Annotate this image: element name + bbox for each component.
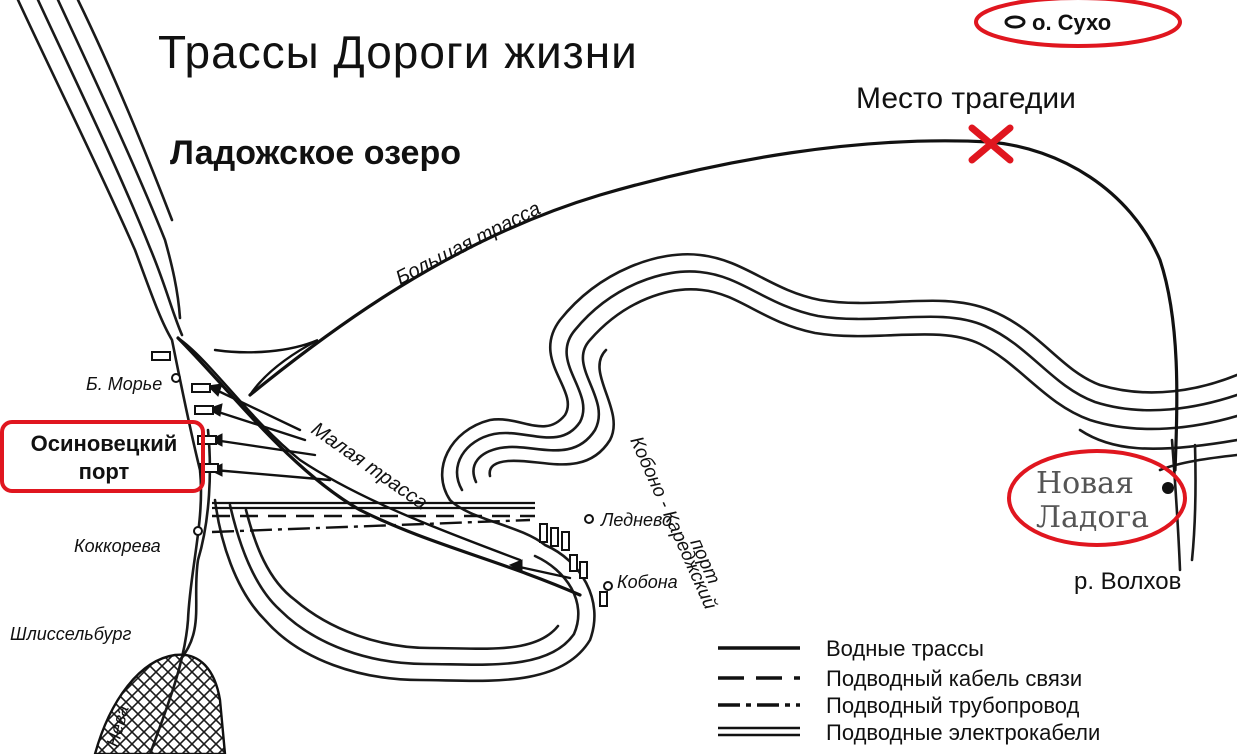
osinovets-highlight-box [0, 420, 205, 493]
east-coastline [440, 252, 1237, 502]
neva-river-area [93, 653, 227, 754]
legend-item-double: Подводные электрокабели [718, 720, 1100, 745]
big-route-branch [213, 338, 319, 397]
island-marker [1004, 15, 1026, 29]
small-route-secondary [176, 336, 522, 562]
volkhov-label: р. Волхов [1074, 568, 1181, 595]
tragedy-label: Место трагедии [856, 82, 1076, 115]
legend-item-solid: Водные трассы [718, 636, 984, 661]
legend-label: Подводные электрокабели [826, 720, 1100, 745]
big-route-label: Большая трасса [392, 198, 544, 290]
lake-label: Ладожское озеро [170, 134, 461, 172]
novaya-ladoga-label-line1: Новая [1036, 466, 1134, 501]
osinovets-label-line1: Осиновецкий [31, 431, 178, 456]
small-route-line [176, 336, 582, 597]
novaya-ladoga-label-line2: Ладога [1036, 500, 1149, 535]
pier-markers [151, 351, 608, 607]
island-highlight-circle [974, 0, 1182, 48]
legend-label: Водные трассы [826, 636, 984, 661]
underwater-lines [211, 501, 535, 534]
cross-mark-icon [968, 124, 1014, 164]
map-title: Трассы Дороги жизни [158, 26, 638, 78]
b-morye-label: Б. Морье [86, 374, 162, 394]
kobona-label: Кобона [617, 572, 678, 592]
southern-bay-coastline [213, 498, 596, 683]
osinovets-label-line2: порт [79, 459, 130, 484]
legend-label: Подводный кабель связи [826, 666, 1082, 691]
legend-label: Подводный трубопровод [826, 693, 1080, 718]
town-dot-icon [1162, 482, 1174, 494]
big-route-line [248, 139, 1179, 472]
legend: Водные трассы Подводный кабель связи Под… [718, 636, 1100, 745]
legend-item-dashed: Подводный кабель связи [718, 666, 1082, 691]
novaya-ladoga-highlight-circle [1007, 449, 1187, 547]
legend-item-dash-dot: Подводный трубопровод [718, 693, 1080, 718]
shlisselburg-label: Шлиссельбург [10, 624, 132, 644]
volkhov-river [1170, 438, 1197, 572]
island-label: о. Сухо [1032, 10, 1111, 35]
town-markers [171, 373, 613, 591]
lednevo-label: Леднево [600, 510, 672, 530]
kokkoreva-label: Коккорева [74, 536, 161, 556]
